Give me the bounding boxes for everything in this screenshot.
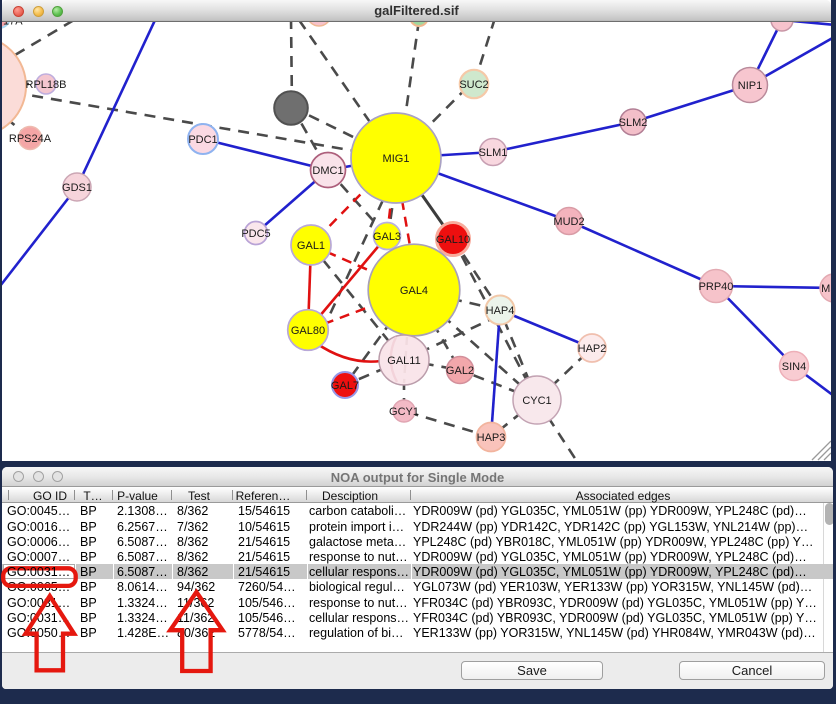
svg-text:PDC1: PDC1 xyxy=(188,134,217,146)
svg-text:SLM2: SLM2 xyxy=(619,117,648,129)
svg-text:RPL18B: RPL18B xyxy=(26,79,67,91)
svg-text:HAP2: HAP2 xyxy=(578,343,607,355)
svg-text:MUD2: MUD2 xyxy=(553,216,584,228)
svg-text:HAP3: HAP3 xyxy=(477,432,506,444)
svg-text:GCY1: GCY1 xyxy=(389,406,419,418)
svg-text:GAL4: GAL4 xyxy=(400,285,428,297)
svg-text:NIP1: NIP1 xyxy=(738,80,762,92)
svg-text:MSI1: MSI1 xyxy=(821,283,831,295)
svg-text:17A: 17A xyxy=(3,22,23,28)
svg-text:SIN4: SIN4 xyxy=(782,361,806,373)
svg-text:GAL80: GAL80 xyxy=(291,325,325,337)
svg-text:PRP40: PRP40 xyxy=(699,281,734,293)
svg-text:GAL3: GAL3 xyxy=(373,231,401,243)
svg-text:GAL7: GAL7 xyxy=(331,380,359,392)
svg-text:GAL2: GAL2 xyxy=(446,365,474,377)
svg-text:GAL11: GAL11 xyxy=(387,355,420,367)
svg-text:GAL1: GAL1 xyxy=(297,240,325,252)
svg-text:MIG1: MIG1 xyxy=(383,153,410,165)
svg-text:HAP4: HAP4 xyxy=(486,305,515,317)
svg-text:CYC1: CYC1 xyxy=(522,395,551,407)
svg-text:GDS1: GDS1 xyxy=(62,182,92,194)
svg-text:GAL10: GAL10 xyxy=(436,234,470,246)
svg-text:DMC1: DMC1 xyxy=(312,165,343,177)
svg-text:PDC5: PDC5 xyxy=(241,228,270,240)
svg-text:SLM1: SLM1 xyxy=(479,147,508,159)
svg-text:RPS24A: RPS24A xyxy=(9,133,52,145)
svg-text:SUC2: SUC2 xyxy=(459,79,488,91)
